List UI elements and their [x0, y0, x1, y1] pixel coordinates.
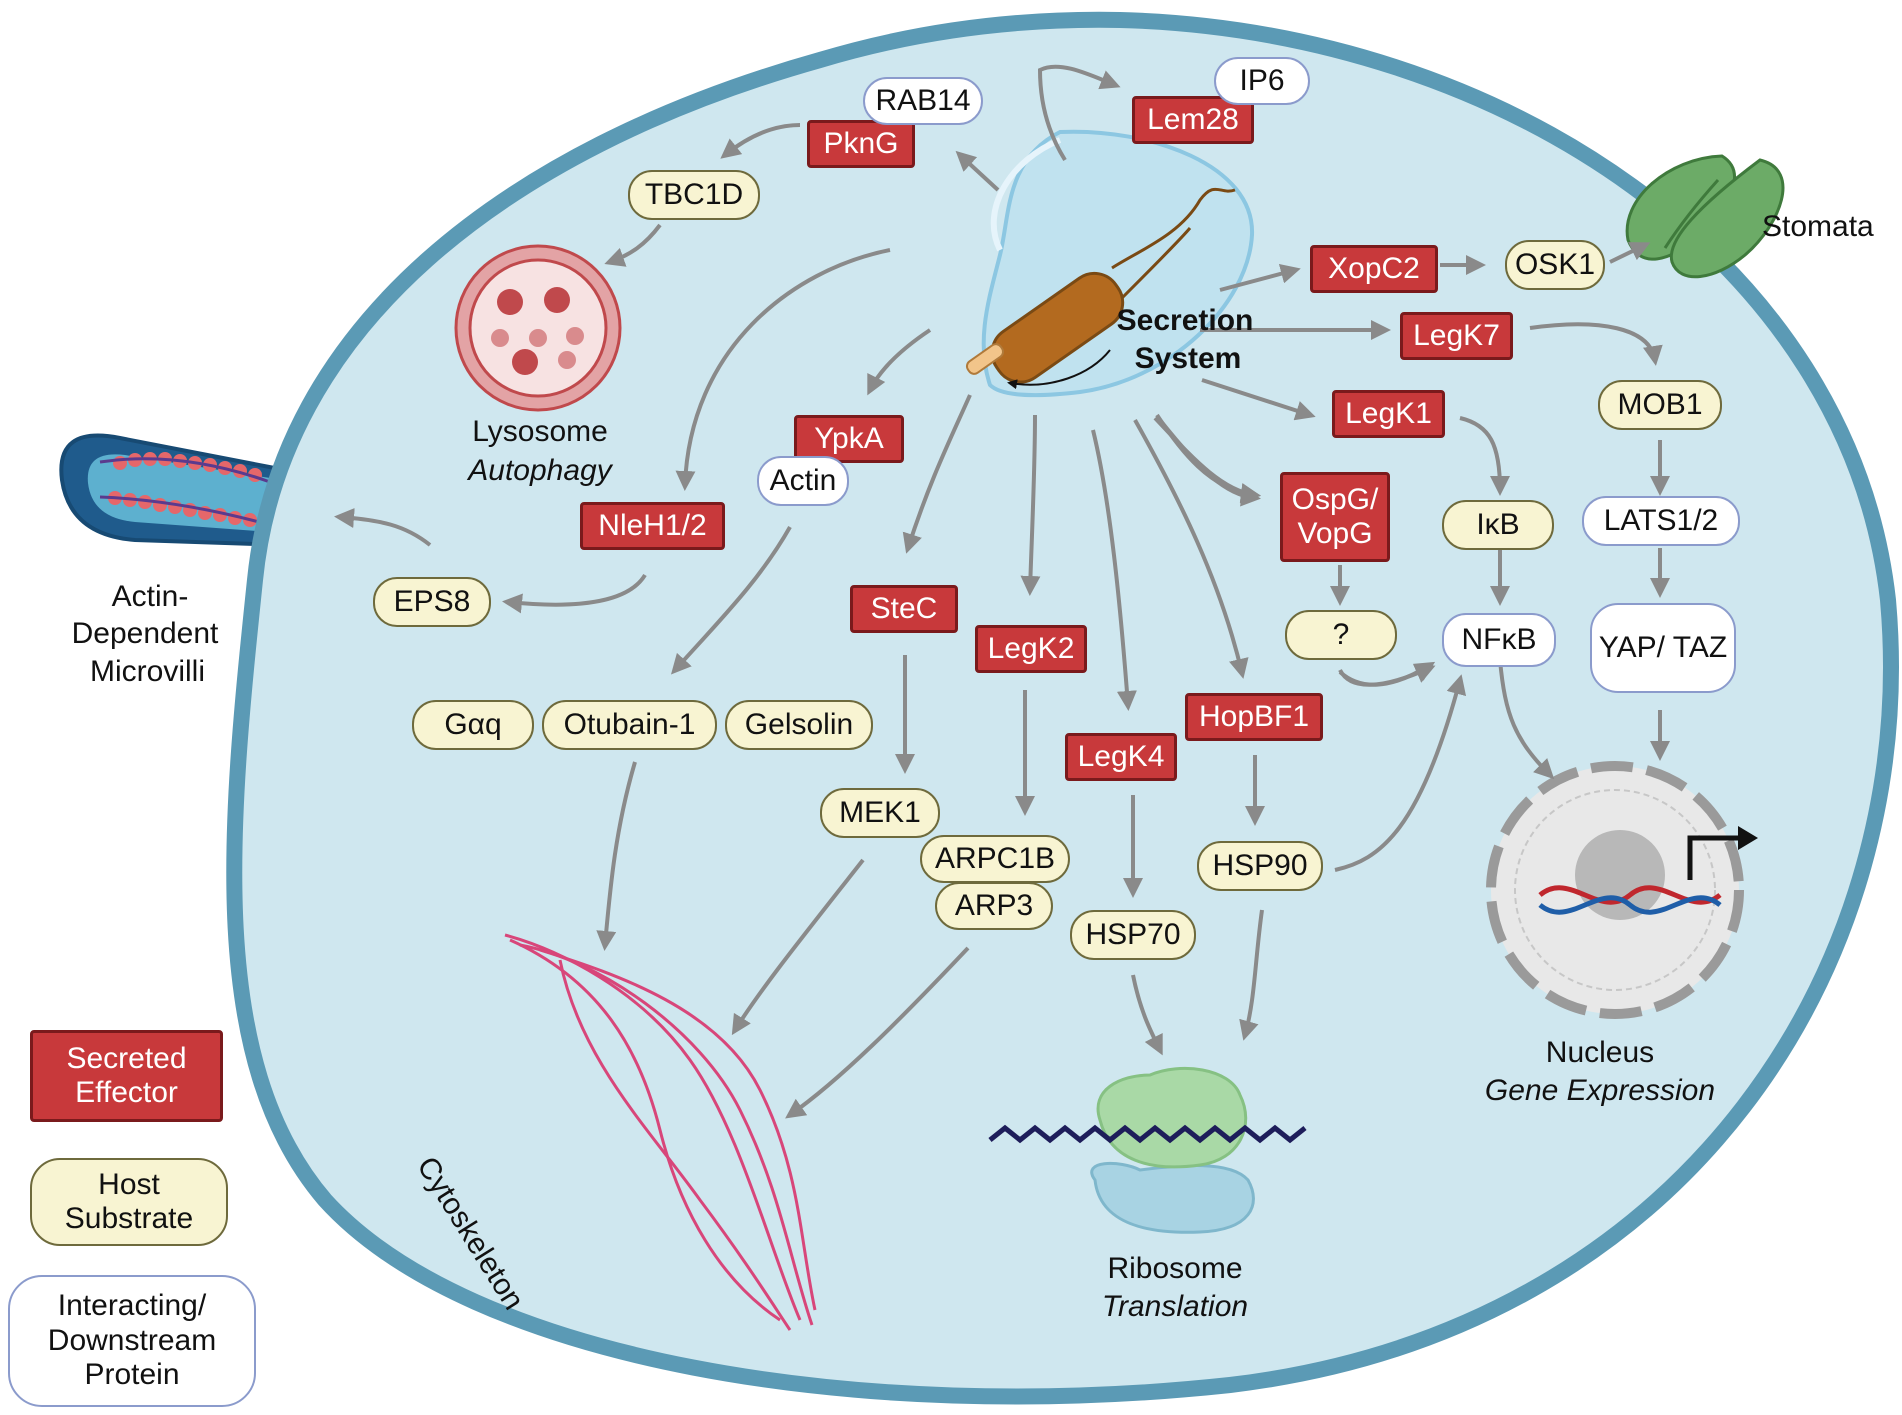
effector-pkng: PknG: [807, 120, 915, 168]
label-nucleus: Nucleus: [1545, 1036, 1655, 1069]
legend-secreted-effector: Secreted Effector: [30, 1030, 223, 1122]
interactor-ip6: IP6: [1214, 57, 1310, 105]
effector-ypka: YpkA: [794, 415, 904, 463]
interactor-rab14: RAB14: [863, 77, 983, 125]
legend-interacting-protein: Interacting/ Downstream Protein: [8, 1275, 256, 1407]
label-autophagy: Autophagy: [468, 454, 612, 487]
label-lysosome: Lysosome: [472, 415, 608, 448]
substrate-otubain-1: Otubain-1: [542, 700, 717, 750]
substrate-gaq: Gαq: [412, 700, 534, 750]
lysosome-graphic: [454, 244, 622, 412]
substrate-osk1: OSK1: [1505, 240, 1605, 290]
interactor-nfkb: NFκB: [1442, 613, 1556, 667]
substrate-arp3: ARP3: [935, 882, 1053, 930]
label-secretion: Secretion: [1116, 304, 1254, 337]
substrate-gelsolin: Gelsolin: [725, 700, 873, 750]
substrate-tbc1d: TBC1D: [628, 170, 760, 220]
substrate-ikb: IκB: [1442, 500, 1554, 550]
label-microvilli-3: Microvilli: [90, 655, 205, 688]
label-microvilli-1: Actin-: [111, 580, 189, 613]
substrate-mob1: MOB1: [1598, 380, 1722, 430]
pathway-arrows: [334, 64, 1670, 1119]
effector-legk7: LegK7: [1400, 312, 1513, 360]
interactor-lats1-2: LATS1/2: [1582, 496, 1740, 546]
host-cell-graphic: [226, 11, 1899, 1405]
effector-ospg-vopg: OspG/ VopG: [1280, 472, 1390, 562]
effector-hopbf1: HopBF1: [1185, 693, 1323, 741]
label-ribosome: Ribosome: [1107, 1252, 1243, 1285]
effector-stec: SteC: [850, 585, 958, 633]
effector-legk4: LegK4: [1065, 733, 1177, 781]
effector-lem28: Lem28: [1132, 96, 1254, 144]
substrate-unknown: ?: [1285, 610, 1397, 660]
bacterium-rod: [965, 187, 1236, 390]
effector-xopc2: XopC2: [1310, 245, 1438, 293]
label-gene-expression: Gene Expression: [1484, 1074, 1716, 1107]
label-stomata: Stomata: [1762, 210, 1874, 243]
label-microvilli-2: Dependent: [71, 617, 219, 650]
ribosome-graphic: [988, 1066, 1307, 1234]
substrate-eps8: EPS8: [373, 577, 491, 627]
substrate-hsp70: HSP70: [1070, 910, 1196, 960]
label-translation: Translation: [1101, 1290, 1249, 1323]
effector-legk2: LegK2: [975, 625, 1087, 673]
substrate-arpc1b: ARPC1B: [920, 835, 1070, 883]
effector-nleh: NleH1/2: [580, 502, 725, 550]
microvilli-graphic: [59, 433, 287, 548]
interactor-actin: Actin: [757, 456, 849, 506]
nucleus-graphic: [1486, 761, 1758, 1019]
cytoskeleton-graphic: [504, 933, 817, 1331]
stomata-graphic: [1625, 154, 1785, 279]
label-system: System: [1134, 342, 1242, 375]
effector-legk1: LegK1: [1332, 390, 1445, 438]
legend-host-substrate: Host Substrate: [30, 1158, 228, 1246]
substrate-hsp90: HSP90: [1197, 841, 1323, 891]
substrate-mek1: MEK1: [820, 788, 940, 838]
interactor-yap-taz: YAP/ TAZ: [1590, 603, 1736, 693]
